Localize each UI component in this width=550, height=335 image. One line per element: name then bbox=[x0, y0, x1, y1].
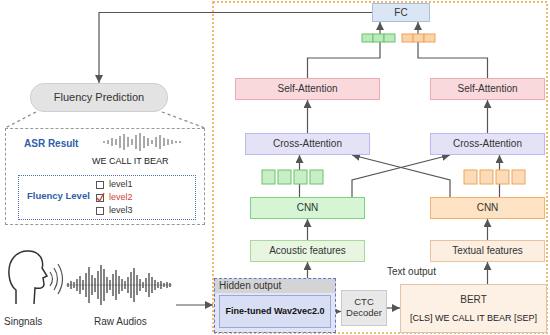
node-title: CNN bbox=[477, 202, 499, 214]
cnn-box: CNN bbox=[430, 197, 545, 219]
node-title: Acoustic features bbox=[269, 245, 346, 257]
textual-vector-cell bbox=[512, 170, 525, 184]
node-title: Hidden output bbox=[219, 280, 281, 292]
node-title: Fine-tuned Wav2vec2.0 bbox=[225, 306, 324, 316]
annotation-label: Singnals bbox=[4, 316, 42, 328]
textual-vector-cell bbox=[464, 170, 477, 184]
cnn-box: CNN bbox=[250, 197, 365, 219]
checkbox bbox=[96, 181, 104, 189]
checkbox bbox=[96, 207, 104, 215]
fluency-level-panel: Fluency Level level1 level2 level3 bbox=[18, 175, 196, 220]
fc-layer: FC bbox=[372, 3, 430, 22]
acoustic-vector-cell bbox=[373, 34, 384, 42]
node-title: BERT bbox=[460, 294, 487, 306]
acoustic-vector-cell bbox=[362, 34, 373, 42]
asr-result-panel: ASR Result WE CALL IT BEAR Fluency Level le… bbox=[5, 128, 205, 225]
node-text: WE CALL IT BEAR bbox=[92, 156, 169, 166]
annotation-label: Raw Audios bbox=[94, 316, 147, 328]
flow-arrow bbox=[307, 100, 308, 133]
wav2vec-box: Fine-tuned Wav2vec2.0 bbox=[219, 295, 331, 328]
textual-vector-cell bbox=[402, 34, 413, 42]
flow-arrow bbox=[487, 100, 488, 133]
check-mark bbox=[96, 194, 104, 202]
acoustic-vector-cell bbox=[384, 34, 395, 42]
sound-waves bbox=[50, 264, 63, 294]
textual-vector-cell bbox=[496, 170, 509, 184]
node-title: Cross-Attention bbox=[453, 138, 522, 150]
flow-arrow bbox=[487, 262, 488, 284]
flow-arrow bbox=[387, 307, 400, 308]
self-attention-box: Self-Attention bbox=[430, 78, 545, 100]
flow-arrow bbox=[307, 262, 308, 278]
flow-arrow bbox=[308, 22, 381, 78]
node-title: Fluency Prediction bbox=[54, 91, 145, 104]
speaker-head bbox=[9, 251, 47, 304]
textual-features-box: Textual features bbox=[430, 240, 545, 262]
cross-attention-box: Cross-Attention bbox=[430, 133, 545, 155]
hidden-output-box: Hidden outputFine-tuned Wav2vec2.0 bbox=[214, 278, 336, 333]
acoustic-vector-cell bbox=[310, 170, 323, 184]
asr-waveform bbox=[104, 133, 180, 151]
node-title: Self-Attention bbox=[457, 83, 517, 95]
bracket-line bbox=[5, 112, 205, 128]
self-attention-box: Self-Attention bbox=[235, 78, 380, 100]
raw-waveform bbox=[68, 265, 170, 305]
textual-vector-cell bbox=[424, 34, 435, 42]
flow-arrow bbox=[418, 22, 488, 78]
flow-arrow bbox=[352, 155, 450, 197]
node-text: [CLS] WE CALL IT BEAR [SEP] bbox=[410, 313, 537, 323]
node-title: ASR Result bbox=[24, 138, 78, 150]
acoustic-vector-cell bbox=[262, 170, 275, 184]
model-region bbox=[213, 2, 547, 333]
node-text: level3 bbox=[109, 205, 133, 215]
flow-arrow bbox=[307, 219, 308, 240]
node-title: CTC Decoder bbox=[345, 297, 383, 319]
flow-arrow bbox=[352, 155, 450, 197]
textual-vector-cell bbox=[480, 170, 493, 184]
node-text: level2 bbox=[109, 192, 133, 202]
bert-box: BERT [CLS] WE CALL IT BEAR [SEP] bbox=[400, 284, 547, 333]
node-title: Self-Attention bbox=[277, 83, 337, 95]
textual-vector-cell bbox=[413, 34, 424, 42]
annotation-label: Text output bbox=[387, 266, 436, 278]
node-title: CNN bbox=[297, 202, 319, 214]
node-text: level1 bbox=[109, 179, 133, 189]
prediction-box: Fluency Prediction bbox=[30, 83, 168, 112]
acoustic-vector-cell bbox=[294, 170, 307, 184]
acoustic-features-box: Acoustic features bbox=[250, 240, 365, 262]
decoder-box: CTC Decoder bbox=[341, 290, 387, 326]
checkbox bbox=[96, 194, 104, 202]
node-title: Textual features bbox=[452, 245, 523, 257]
node-title: Fluency Level bbox=[27, 191, 90, 202]
flow-arrow bbox=[99, 13, 372, 84]
check-mark bbox=[97, 193, 104, 201]
acoustic-vector-cell bbox=[278, 170, 291, 184]
node-title: FC bbox=[394, 7, 407, 19]
node-title: Cross-Attention bbox=[273, 138, 342, 150]
flow-arrow bbox=[487, 219, 488, 240]
input-arrow bbox=[176, 304, 213, 305]
cross-attention-box: Cross-Attention bbox=[245, 133, 370, 155]
